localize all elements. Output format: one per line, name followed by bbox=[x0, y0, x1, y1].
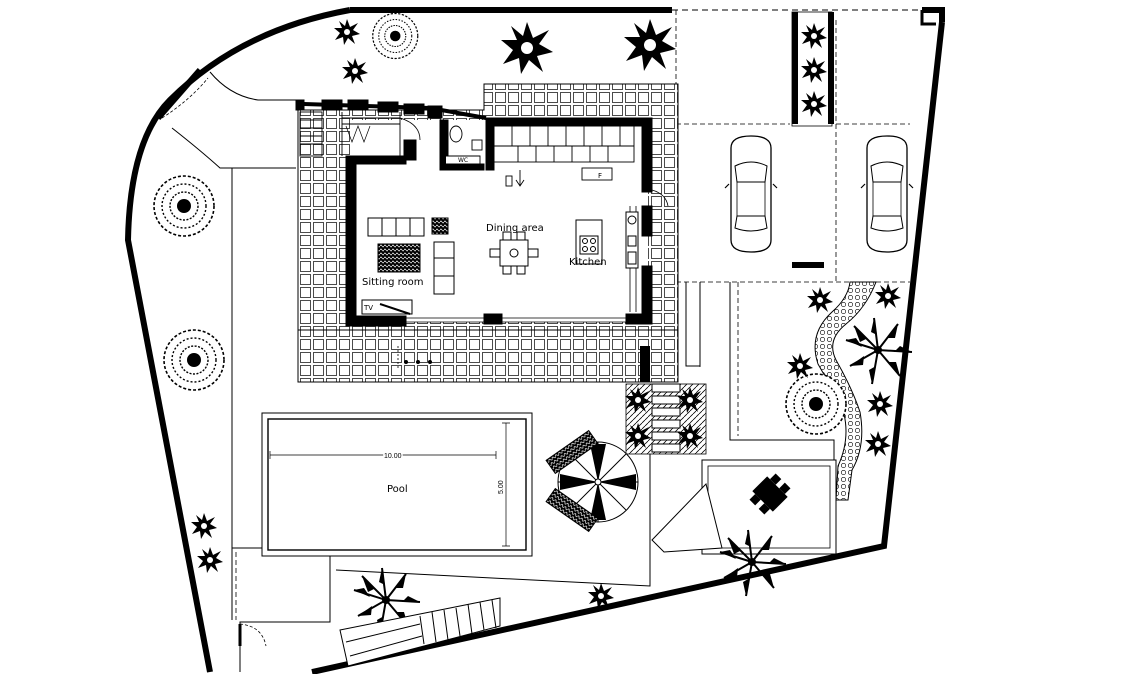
kitchen-door-swing bbox=[651, 189, 669, 207]
kitchen-island bbox=[575, 219, 603, 265]
wc-label: WC bbox=[458, 157, 468, 164]
tree-top-1 bbox=[372, 12, 419, 60]
pool-width-dimension bbox=[502, 422, 510, 547]
tv-label: TV bbox=[363, 304, 373, 312]
kitchen-counter bbox=[625, 211, 639, 269]
stepping-stones bbox=[651, 383, 681, 453]
armchair bbox=[431, 217, 449, 235]
pool-length-label: 10.00 bbox=[384, 453, 402, 460]
planter-wall-left bbox=[792, 12, 798, 124]
pool-width-label: 5.00 bbox=[498, 480, 505, 494]
stairs-main bbox=[493, 125, 635, 187]
sun-lounger-bottom bbox=[545, 487, 599, 533]
tv-stand-line bbox=[379, 303, 411, 315]
car-right bbox=[860, 135, 914, 253]
plot-boundary bbox=[124, 7, 945, 674]
gate-swing bbox=[161, 77, 209, 119]
entry-door-swing bbox=[399, 117, 421, 141]
plot-corner-detail bbox=[920, 10, 936, 26]
kitchen-label: Kitchen bbox=[569, 257, 607, 268]
dining-area-label: Dining area bbox=[486, 223, 544, 234]
pool-inner bbox=[267, 418, 527, 551]
umbrella bbox=[557, 441, 639, 523]
side-gate bbox=[155, 68, 203, 120]
front-wall bbox=[303, 102, 487, 120]
fridge-label: F bbox=[598, 172, 602, 180]
side-path bbox=[171, 71, 300, 169]
ensuite-fixtures bbox=[446, 125, 483, 165]
house-window-lines bbox=[356, 206, 637, 323]
tree-left-upper bbox=[153, 175, 215, 237]
rug bbox=[377, 243, 421, 273]
stairs-entry bbox=[299, 111, 401, 157]
tree-left-middle bbox=[163, 329, 225, 391]
parking-stop-bar bbox=[792, 262, 824, 268]
lower-terrace-tiled bbox=[297, 329, 679, 383]
patio-shade-sail bbox=[651, 483, 723, 553]
sitting-room-label: Sitting room bbox=[362, 277, 423, 288]
lower-gate-swing bbox=[239, 623, 267, 647]
pool-label: Pool bbox=[387, 484, 408, 495]
outdoor-dining-set bbox=[749, 473, 791, 515]
terrace-wall-post bbox=[640, 346, 650, 382]
sofa-right bbox=[433, 241, 455, 295]
lower-stairs bbox=[339, 597, 501, 667]
dining-table bbox=[489, 231, 539, 275]
pebble-path bbox=[814, 281, 877, 501]
pool-length-dimension bbox=[269, 451, 497, 459]
sofa-top bbox=[367, 217, 425, 237]
sun-lounger-top bbox=[545, 429, 599, 475]
planter-wall-right bbox=[828, 12, 834, 124]
tree-right bbox=[785, 373, 847, 435]
lamp-dots bbox=[404, 360, 432, 364]
car-left bbox=[724, 135, 778, 253]
